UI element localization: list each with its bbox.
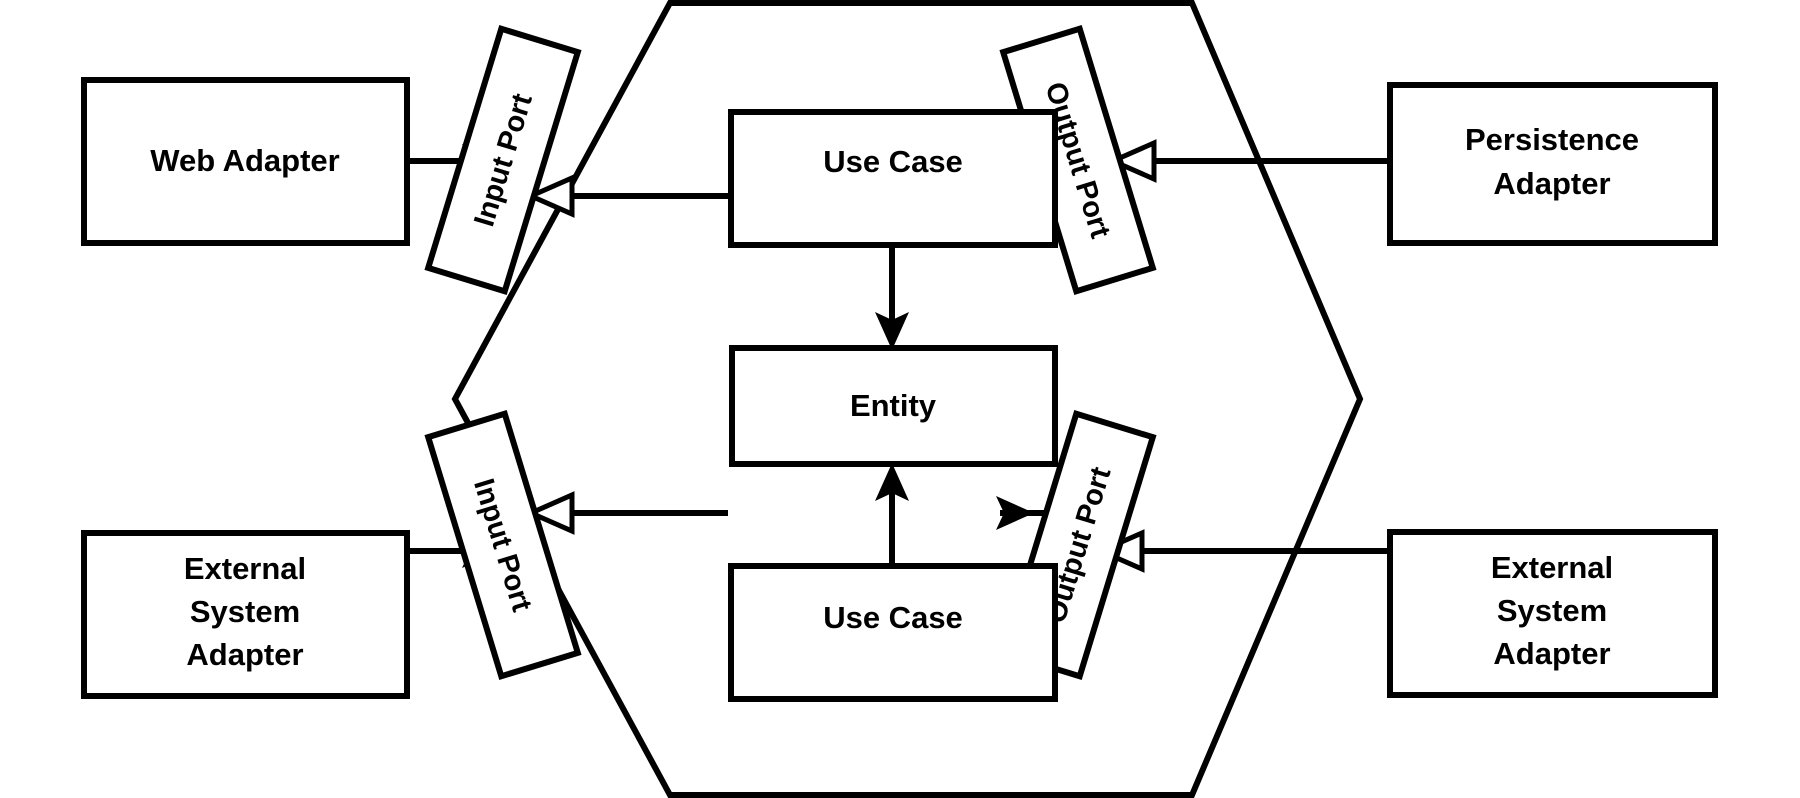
persistence-adapter-box[interactable]: Persistence Adapter <box>1387 82 1718 246</box>
use-case-bottom-label: Use Case <box>823 600 963 635</box>
entity-label: Entity <box>850 388 937 423</box>
external-system-adapter-left-label-line-3: Adapter <box>186 637 303 672</box>
entity-box[interactable]: Entity <box>729 345 1058 467</box>
input-port-top[interactable]: Input Port <box>424 25 582 295</box>
persistence-adapter-label-line-1: Persistence <box>1465 122 1639 157</box>
external-system-adapter-right-label-line-2: System <box>1497 593 1607 628</box>
connection-use-case-bottom-to-entity <box>875 463 909 566</box>
web-adapter-box[interactable]: Web Adapter <box>81 77 410 246</box>
use-case-top-label: Use Case <box>823 144 963 179</box>
use-case-bottom-box[interactable]: Use Case <box>728 563 1058 702</box>
external-system-adapter-left-label-line-1: External <box>184 551 306 586</box>
connection-use-case-top-to-input-port <box>524 174 728 218</box>
application-hexagon <box>451 0 1364 798</box>
persistence-adapter-label-line-2: Adapter <box>1493 166 1610 201</box>
external-system-adapter-right-label-line-3: Adapter <box>1493 636 1610 671</box>
input-port-bottom[interactable]: Input Port <box>424 410 582 680</box>
connection-use-case-bottom-to-input-port <box>524 491 728 535</box>
external-system-adapter-right-label-line-1: External <box>1491 550 1613 585</box>
connection-persistence-adapter-to-output-port <box>1106 139 1390 183</box>
use-case-top-box[interactable]: Use Case <box>728 109 1058 248</box>
external-system-adapter-left-label-line-2: System <box>190 594 300 629</box>
connection-use-case-top-to-entity <box>875 245 909 350</box>
connection-external-adapter-right-to-output-port <box>1094 529 1390 573</box>
external-system-adapter-left-box[interactable]: External System Adapter <box>81 530 410 699</box>
web-adapter-label: Web Adapter <box>150 143 339 178</box>
external-system-adapter-right-box[interactable]: External System Adapter <box>1387 529 1718 698</box>
